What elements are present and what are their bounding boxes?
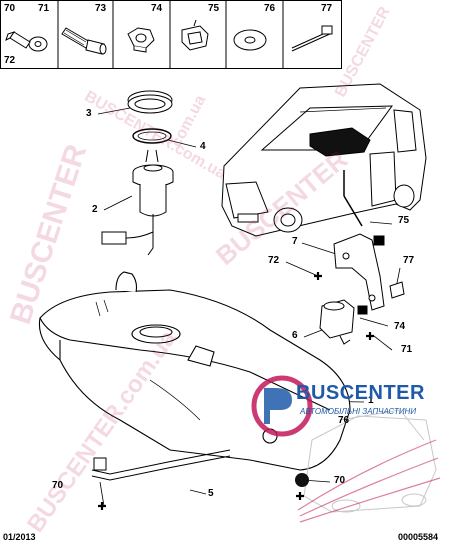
locking-ring-part: [127, 90, 173, 114]
tank-strap-part: [91, 449, 231, 481]
mounting-bracket-part: [333, 233, 385, 315]
callout-number: 72: [268, 255, 280, 266]
callout-number: 70: [52, 480, 64, 491]
hex-nut-icon: [127, 27, 155, 53]
callout-number: 2: [92, 204, 98, 215]
header-part-number: 70: [4, 3, 16, 14]
header-part-number: 73: [95, 3, 107, 14]
tank-bottom-fastener: [295, 473, 309, 487]
header-part-number: 71: [38, 3, 50, 14]
watermark-truck: [303, 409, 437, 513]
brand-logo: [251, 375, 313, 437]
footer-date: 01/2013: [3, 532, 36, 542]
cable-tie-small-part: [389, 281, 405, 299]
flat-washer-icon: [233, 29, 267, 51]
tank-location-highlight: [309, 127, 371, 227]
valve-part: [319, 299, 355, 345]
header-part-number: 77: [321, 3, 333, 14]
header-strip: [0, 0, 342, 69]
callout-number: 1: [368, 395, 374, 406]
bolt-washer-icon: [5, 31, 48, 52]
callout-number: 7: [292, 236, 298, 247]
vehicle-outline: [221, 83, 427, 237]
header-part-number: 74: [151, 3, 163, 14]
fuel-sender-part: [101, 149, 174, 256]
bottom-fan-graphic: [297, 439, 441, 523]
seal-ring-part: [132, 128, 172, 144]
callout-number: 75: [398, 215, 410, 226]
callout-number: 6: [292, 330, 298, 341]
header-part-number: 76: [264, 3, 276, 14]
bolt-icon: [61, 27, 107, 55]
brand-name: BUSCENTER: [296, 382, 425, 404]
callout-number: 3: [86, 108, 92, 119]
cable-tie-icon: [291, 25, 333, 52]
header-part-number: 75: [208, 3, 220, 14]
callout-number: 4: [200, 141, 206, 152]
clip-icon: [181, 19, 209, 51]
callout-number: 77: [403, 255, 415, 266]
callout-number: 74: [394, 321, 406, 332]
header-part-number: 72: [4, 55, 16, 66]
brand-tagline: АВТОМОБІЛЬНІ ЗАПЧАСТИНИ: [300, 407, 417, 416]
callout-number: 76: [338, 415, 350, 426]
callout-number: 71: [401, 344, 413, 355]
callout-number: 70: [334, 475, 346, 486]
footer-reference: 00005584: [398, 532, 439, 542]
fastener-marks: [98, 272, 374, 510]
callout-number: 5: [208, 488, 214, 499]
